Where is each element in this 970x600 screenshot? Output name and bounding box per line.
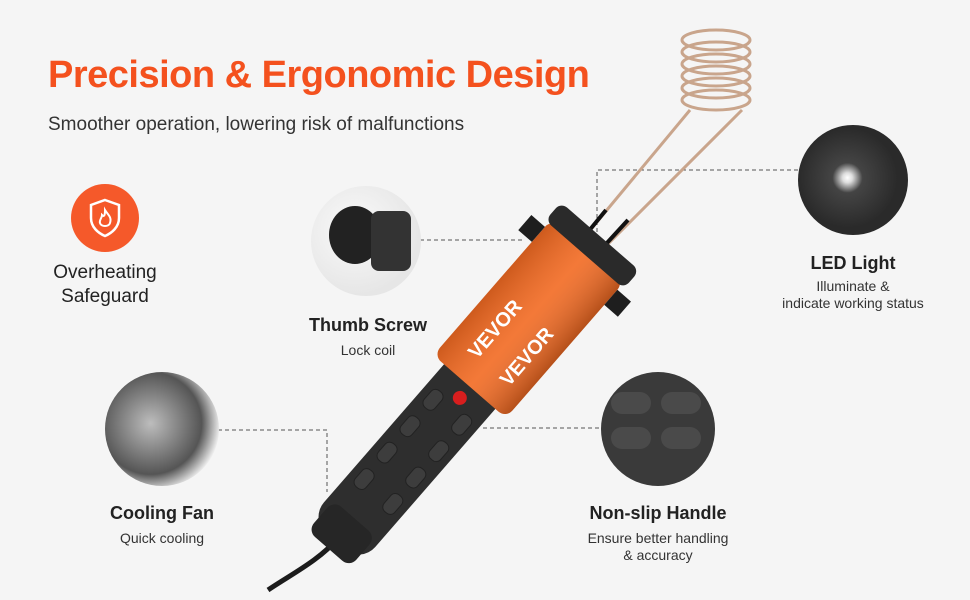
power-button — [452, 390, 467, 405]
led-light-closeup — [798, 125, 908, 235]
page-title: Precision & Ergonomic Design — [48, 54, 590, 96]
connector-lines — [218, 169, 798, 492]
induction-heater-body: VEVOR VEVOR — [311, 205, 637, 564]
thumb-screw-label: Thumb Screw Lock coil — [308, 315, 428, 358]
led-light-label: LED Light Illuminate & indicate working … — [782, 253, 924, 311]
page-subtitle: Smoother operation, lowering risk of mal… — [48, 114, 465, 135]
cooling-fan-closeup — [105, 372, 219, 486]
shield-flame-icon — [89, 198, 121, 238]
induction-coil — [580, 28, 752, 252]
overheating-icon-badge — [71, 184, 139, 252]
thumb-screw-closeup — [311, 186, 421, 296]
thumb-screw-icon — [518, 215, 545, 242]
connector-led — [596, 169, 798, 232]
cooling-fan-label: Cooling Fan Quick cooling — [110, 503, 214, 546]
overheating-label: Overheating Safeguard — [53, 262, 157, 307]
non-slip-handle-label: Non-slip Handle Ensure better handling &… — [587, 503, 729, 563]
non-slip-handle-closeup — [601, 372, 715, 486]
connector-cooling-fan — [218, 429, 328, 492]
